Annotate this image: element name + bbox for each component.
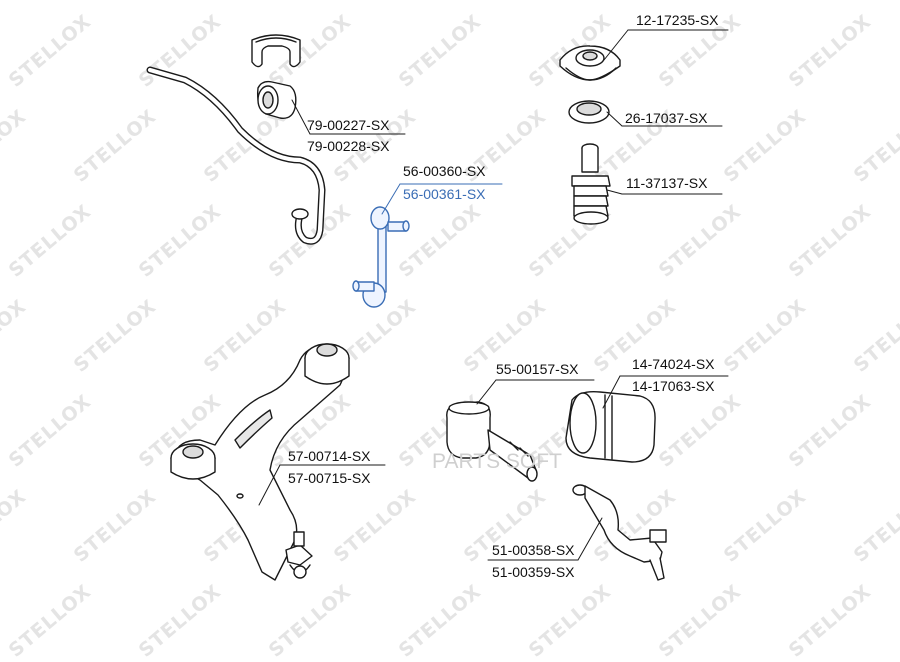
part-number-bearing[interactable]: 26-17037-SX [625,110,708,126]
part-number-tie-rod-a[interactable]: 51-00358-SX [492,542,575,558]
part-number-boot[interactable]: 11-37137-SX [626,175,708,191]
site-watermark: PARTS SOFT [432,450,562,473]
lower-control-arm [170,343,350,581]
strut-bearing [568,100,610,124]
stabilizer-bushing-bottom [256,80,297,119]
part-number-sb-bush-b[interactable]: 14-17063-SX [632,378,715,394]
leader-lines [258,29,729,561]
link-leader-line [381,183,503,215]
part-number-arm-b[interactable]: 57-00715-SX [288,470,371,486]
parts-drawing [146,29,729,581]
strut-top-mount [559,45,621,81]
part-number-silent-block[interactable]: 55-00157-SX [496,361,579,377]
tie-rod-end [572,484,667,581]
part-number-link-b[interactable]: 56-00361-SX [403,186,486,202]
part-number-bushing-b[interactable]: 79-00228-SX [307,138,390,154]
strut-boot [571,143,611,225]
part-number-tie-rod-b[interactable]: 51-00359-SX [492,564,575,580]
stabilizer-link [352,206,410,308]
part-number-top-mount[interactable]: 12-17235-SX [636,12,719,28]
part-number-bushing-a[interactable]: 79-00227-SX [307,117,390,133]
part-number-sb-bush-a[interactable]: 14-74024-SX [632,356,715,372]
silent-block [446,401,538,482]
stabilizer-bar [146,66,326,245]
stabilizer-bushing-top [251,34,301,68]
bushing-sleeve [565,390,656,463]
part-number-link-a[interactable]: 56-00360-SX [403,163,486,179]
part-number-arm-a[interactable]: 57-00714-SX [288,448,371,464]
